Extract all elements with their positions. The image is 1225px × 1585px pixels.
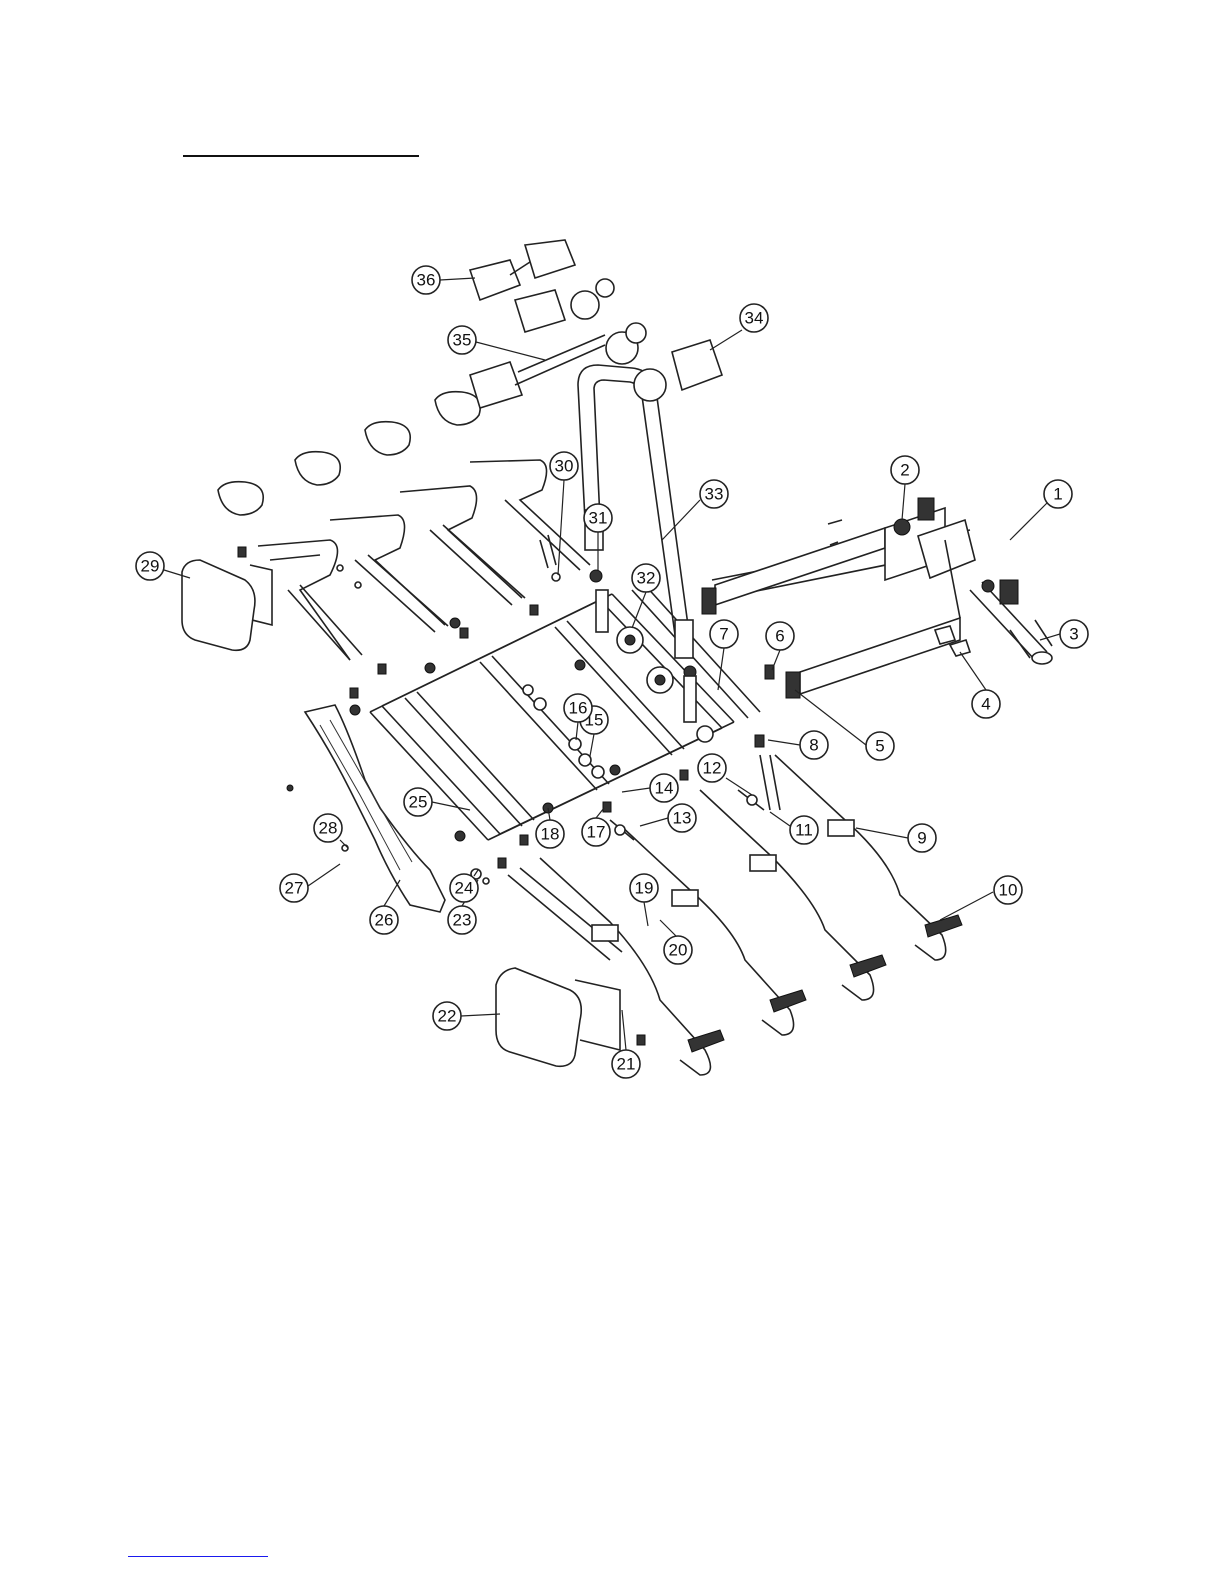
callout-1: 1 bbox=[1010, 480, 1072, 540]
svg-text:16: 16 bbox=[569, 699, 588, 718]
callout-17: 17 bbox=[582, 808, 610, 846]
svg-text:19: 19 bbox=[635, 879, 654, 898]
svg-text:3: 3 bbox=[1069, 625, 1078, 644]
svg-text:12: 12 bbox=[703, 759, 722, 778]
callout-28: 28 bbox=[314, 814, 348, 848]
light-units bbox=[182, 560, 620, 1066]
callout-22: 22 bbox=[433, 1002, 500, 1030]
callout-9: 9 bbox=[856, 824, 936, 852]
callout-26: 26 bbox=[370, 880, 400, 934]
callout-25: 25 bbox=[404, 788, 470, 816]
svg-text:7: 7 bbox=[719, 625, 728, 644]
svg-text:22: 22 bbox=[438, 1007, 457, 1026]
svg-text:1: 1 bbox=[1053, 485, 1062, 504]
callout-29: 29 bbox=[136, 552, 190, 580]
svg-text:21: 21 bbox=[617, 1055, 636, 1074]
svg-text:35: 35 bbox=[453, 331, 472, 350]
svg-text:17: 17 bbox=[587, 823, 606, 842]
callout-6: 6 bbox=[766, 622, 794, 670]
svg-text:13: 13 bbox=[673, 809, 692, 828]
svg-text:30: 30 bbox=[555, 457, 574, 476]
callouts: 1 2 3 4 5 6 7 8 9 10 11 12 13 14 15 16 1… bbox=[136, 266, 1088, 1078]
callout-4: 4 bbox=[960, 652, 1000, 718]
callout-12: 12 bbox=[698, 754, 752, 795]
svg-text:36: 36 bbox=[417, 271, 436, 290]
callout-3: 3 bbox=[1040, 620, 1088, 648]
svg-text:27: 27 bbox=[285, 879, 304, 898]
callout-36: 36 bbox=[412, 266, 475, 294]
svg-text:10: 10 bbox=[999, 881, 1018, 900]
mast-arch bbox=[578, 365, 696, 722]
callout-14: 14 bbox=[622, 774, 678, 802]
callout-13: 13 bbox=[640, 804, 696, 832]
svg-text:5: 5 bbox=[875, 737, 884, 756]
callout-10: 10 bbox=[940, 876, 1022, 920]
svg-text:26: 26 bbox=[375, 911, 394, 930]
callout-21: 21 bbox=[612, 1010, 640, 1078]
svg-text:32: 32 bbox=[637, 569, 656, 588]
callout-2: 2 bbox=[891, 456, 919, 520]
svg-text:8: 8 bbox=[809, 736, 818, 755]
small-hardware bbox=[238, 535, 780, 1045]
svg-text:9: 9 bbox=[917, 829, 926, 848]
callout-7: 7 bbox=[710, 620, 738, 690]
svg-text:25: 25 bbox=[409, 793, 428, 812]
svg-text:31: 31 bbox=[589, 509, 608, 528]
svg-text:28: 28 bbox=[319, 819, 338, 838]
svg-text:14: 14 bbox=[655, 779, 674, 798]
svg-text:2: 2 bbox=[900, 461, 909, 480]
svg-text:11: 11 bbox=[795, 821, 813, 840]
svg-text:20: 20 bbox=[669, 941, 688, 960]
svg-text:34: 34 bbox=[745, 309, 764, 328]
svg-text:18: 18 bbox=[541, 825, 560, 844]
callout-8: 8 bbox=[768, 731, 828, 759]
svg-text:33: 33 bbox=[705, 485, 724, 504]
svg-text:6: 6 bbox=[775, 627, 784, 646]
svg-text:29: 29 bbox=[141, 557, 160, 576]
straps bbox=[218, 392, 480, 515]
callout-27: 27 bbox=[280, 864, 340, 902]
callout-20: 20 bbox=[660, 920, 692, 964]
callout-19: 19 bbox=[630, 874, 658, 926]
svg-text:23: 23 bbox=[453, 911, 472, 930]
svg-text:24: 24 bbox=[455, 879, 474, 898]
svg-text:4: 4 bbox=[981, 695, 990, 714]
callout-34: 34 bbox=[710, 304, 768, 350]
callout-11: 11 bbox=[770, 812, 818, 844]
